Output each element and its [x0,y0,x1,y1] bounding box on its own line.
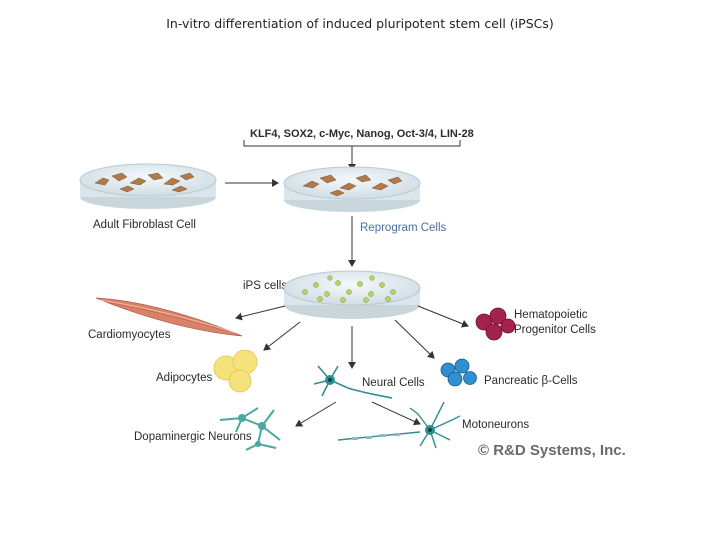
factors-bracket [243,140,461,147]
hematopoietic-label-line1: Hematopoietic [514,309,588,321]
differentiation-arrows [235,305,469,427]
neural-cell [313,365,393,399]
ips-dish [283,270,421,319]
arrow-to-motoneurons [371,401,421,426]
ips-colonies [302,275,396,303]
arrow-to-pancreatic [394,319,435,359]
motoneurons-label: Motoneurons [462,419,529,431]
cardiomyocytes-label: Cardiomyocytes [88,329,171,341]
pancreatic-label: Pancreatic β-Cells [484,375,578,387]
arrow-to-hematopoietic [417,305,469,328]
fibroblast-cells [94,172,195,193]
copyright-label: © R&D Systems, Inc. [478,442,626,459]
reprogram-label: Reprogram Cells [360,222,447,234]
pancreatic-cells [440,358,477,387]
factors-label: KLF4, SOX2, c-Myc, Nanog, Oct-3/4, LIN-2… [250,128,474,140]
reprogram-cells [302,174,403,197]
page-title: In-vitro differentiation of induced plur… [166,16,554,31]
arrow-to-dopaminergic [295,401,337,427]
dopaminergic-neurons [219,407,281,451]
reprogram-dish [283,166,421,212]
ips-label: iPS cells [243,280,287,292]
hematopoietic-label-line2: Progenitor Cells [514,324,596,336]
adipocytes-label: Adipocytes [156,372,213,384]
hematopoietic-cells [475,307,516,341]
adipocyte-cells [213,349,258,393]
motoneuron-cell [337,401,461,449]
dopaminergic-label: Dopaminergic Neurons [134,431,252,443]
neural-label: Neural Cells [362,377,425,389]
arrow-to-cardiomyocytes [235,305,286,321]
fibroblast-dish [79,163,217,209]
adult-fibroblast-label: Adult Fibroblast Cell [93,219,196,231]
cardiomyocyte-cell [95,297,243,337]
arrow-to-adipocytes [263,321,301,351]
